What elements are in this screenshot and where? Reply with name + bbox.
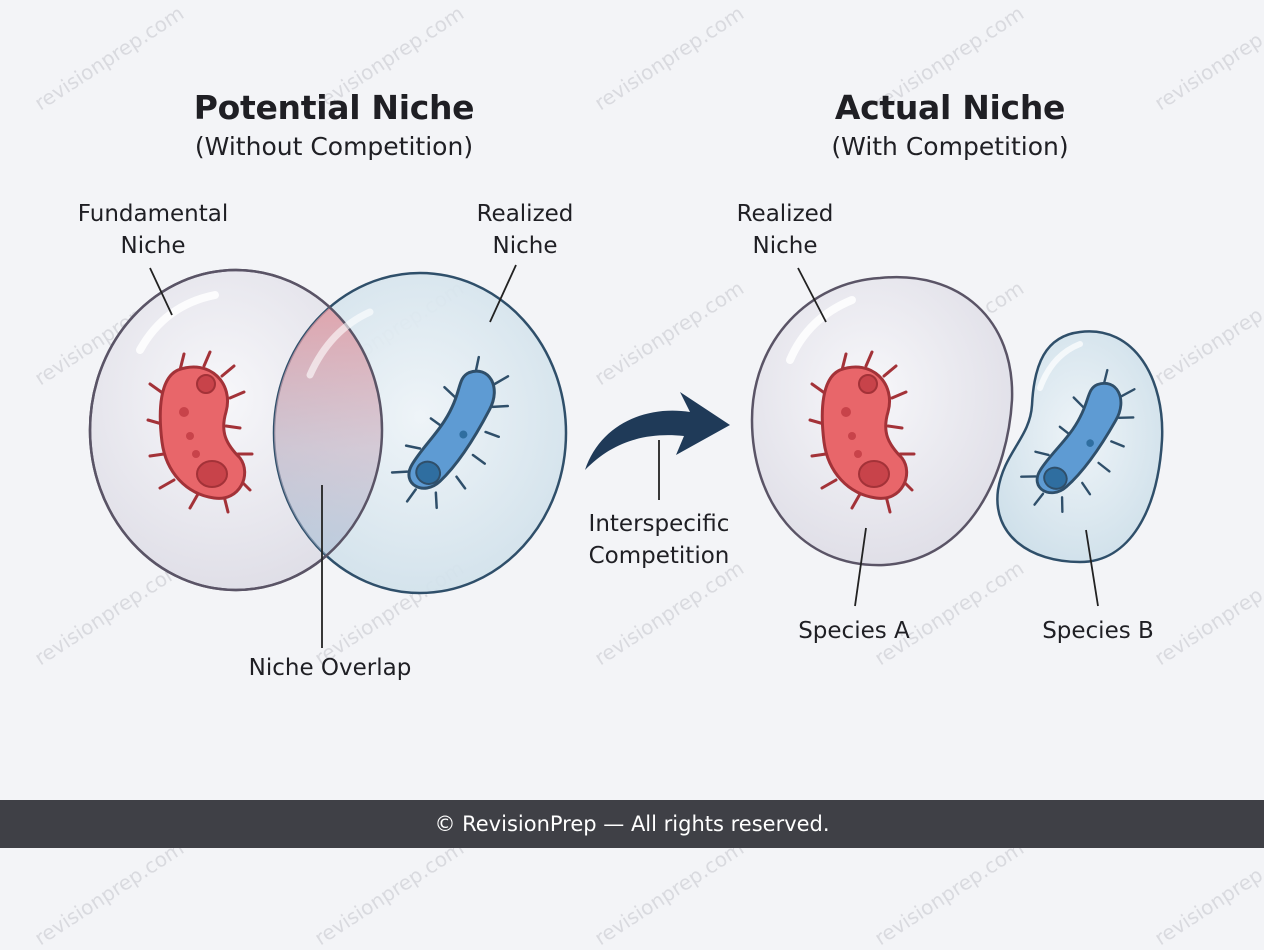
realized-niche-label-left: Realized Niche <box>440 198 610 262</box>
species-a-bacterium-right <box>808 350 916 514</box>
copyright-footer: © RevisionPrep — All rights reserved. <box>0 800 1264 848</box>
species-b-bacterium-left <box>390 355 510 510</box>
interspecific-competition-label-line2: Competition <box>588 543 730 569</box>
potential-niche-title: Potential Niche <box>193 88 475 127</box>
realized-niche-label-left-line2: Niche <box>492 233 558 259</box>
realized-niche-label-right-line2: Niche <box>752 233 818 259</box>
competition-arrow <box>585 392 730 470</box>
niche-overlap-label: Niche Overlap <box>248 655 412 681</box>
watermark-text: revisionprep.com <box>310 835 469 950</box>
watermark-text: revisionprep.com <box>590 835 749 950</box>
species-a-label: Species A <box>798 618 910 644</box>
watermark-text: revisionprep.com <box>1150 835 1264 950</box>
species-b-label: Species B <box>1042 618 1154 644</box>
actual-niche-subtitle: (With Competition) <box>831 132 1069 161</box>
species-b-bacterium-right <box>1020 368 1136 513</box>
fundamental-niche-label-line1: Fundamental <box>77 201 229 227</box>
fundamental-niche-label: Fundamental Niche <box>48 198 258 262</box>
diagram-art <box>88 264 1164 648</box>
actual-niche-title: Actual Niche <box>834 88 1066 127</box>
watermark-text: revisionprep.com <box>870 835 1029 950</box>
potential-niche-subtitle: (Without Competition) <box>194 132 474 161</box>
watermark-text: revisionprep.com <box>30 835 189 950</box>
realized-niche-label-right: Realized Niche <box>700 198 870 262</box>
copyright-text: © RevisionPrep — All rights reserved. <box>434 812 830 836</box>
fundamental-niche-label-line2: Niche <box>120 233 186 259</box>
interspecific-competition-label: Interspecific Competition <box>559 508 759 572</box>
realized-niche-label-right-line1: Realized <box>736 201 834 227</box>
interspecific-competition-label-line1: Interspecific <box>588 511 730 537</box>
realized-niche-label-left-line1: Realized <box>476 201 574 227</box>
species-a-bacterium-left <box>146 350 254 514</box>
niche-overlap-region <box>274 273 382 590</box>
